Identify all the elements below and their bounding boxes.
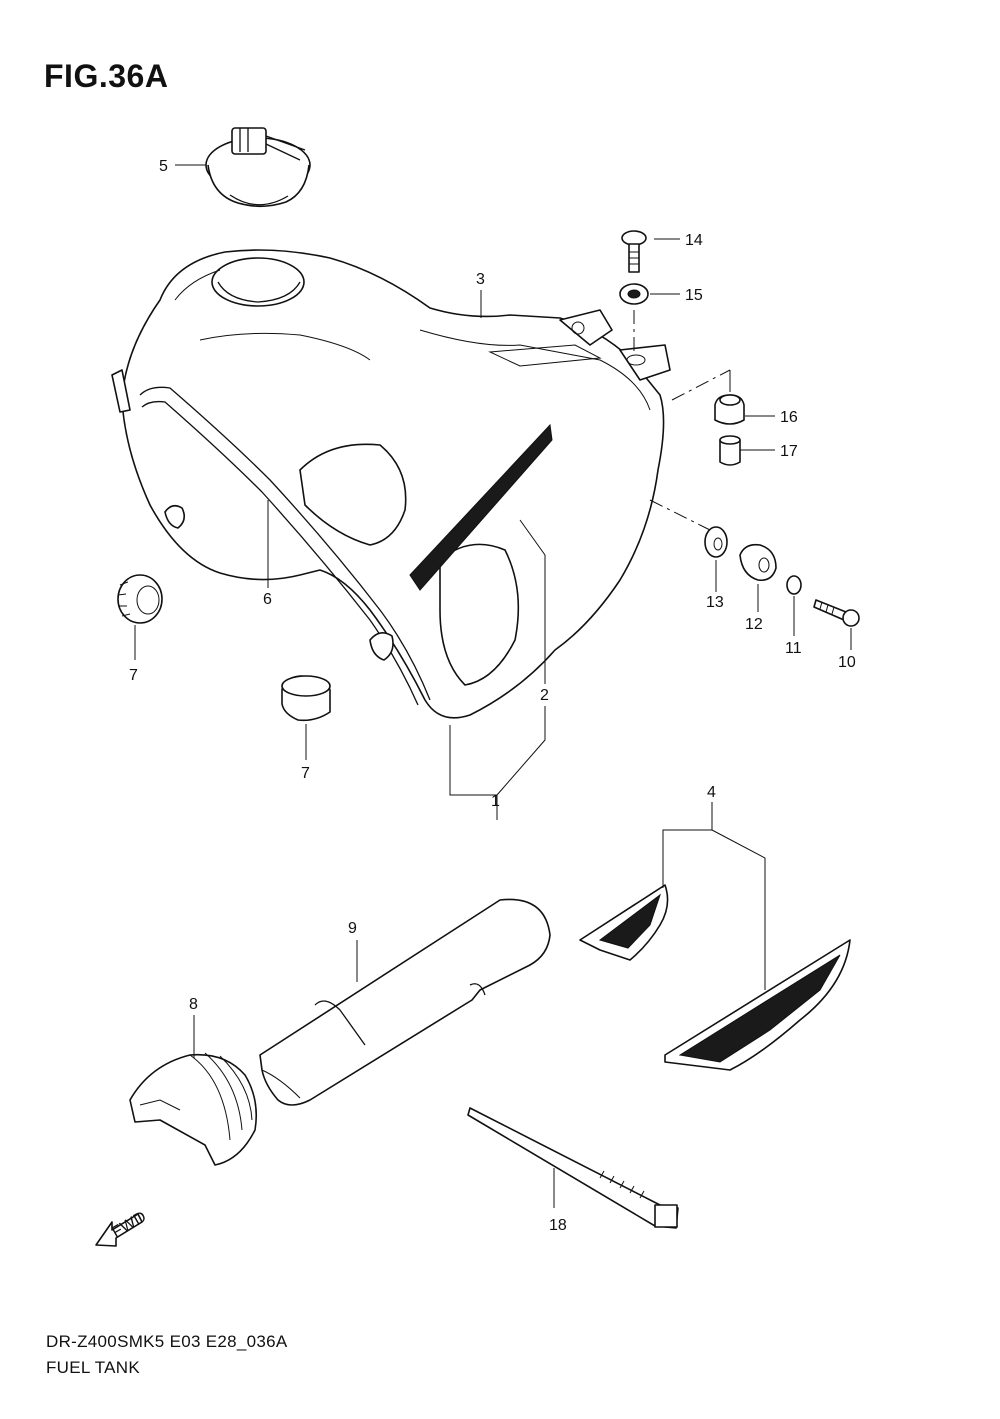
callout-7-right: 7 (301, 765, 310, 782)
leader-lines (134, 164, 852, 1208)
callout-labels: 5 3 14 15 16 17 6 7 7 13 12 11 10 2 1 4 … (129, 158, 856, 1234)
cable-tie-9-part[interactable] (467, 1107, 679, 1229)
cushion-14-part[interactable] (704, 526, 728, 558)
callout-15: 14 (685, 232, 703, 249)
callout-6: 6 (263, 591, 272, 608)
callout-14: 13 (706, 594, 724, 611)
callout-12: 11 (785, 640, 802, 657)
callout-10: 9 (348, 920, 357, 937)
callout-1: 1 (491, 793, 500, 810)
forward-direction-arrow: FWD (95, 1208, 149, 1247)
bolt-11-part[interactable] (813, 599, 860, 627)
callout-17: 16 (780, 409, 798, 426)
callout-3: 3 (476, 271, 485, 288)
grommet-16-part[interactable] (619, 283, 649, 305)
model-code: DR-Z400SMK5 E03 E28_036A (46, 1332, 288, 1351)
cushion-13-part[interactable] (739, 543, 777, 582)
callout-4: 4 (707, 784, 716, 801)
callout-18: 17 (780, 443, 798, 460)
section-name: FUEL TANK (46, 1358, 141, 1377)
cap-7-right-part[interactable] (281, 675, 331, 722)
decal-4-upper-part[interactable] (579, 884, 669, 961)
callout-16: 15 (685, 287, 703, 304)
callout-8: 8 (189, 996, 198, 1013)
fuel-cap-part[interactable] (205, 127, 311, 208)
cushion-17-part[interactable] (714, 394, 745, 425)
callout-13: 12 (745, 616, 763, 633)
collar-12-part[interactable] (786, 575, 802, 595)
fwd-label: FWD (109, 1208, 149, 1241)
damper-8-part[interactable] (129, 1052, 258, 1166)
fuel-tank-body[interactable] (111, 249, 671, 719)
callout-11: 10 (838, 654, 856, 671)
bolt-15-part[interactable] (621, 230, 647, 273)
callout-2: 2 (540, 687, 549, 704)
collar-18-part[interactable] (719, 435, 741, 466)
cover-10-part[interactable] (259, 898, 551, 1106)
figure-title: FIG.36A (44, 58, 169, 94)
callout-7-left: 7 (129, 667, 138, 684)
callout-5: 5 (159, 158, 168, 175)
decal-4-lower-part[interactable] (664, 939, 851, 1071)
callout-9: 18 (549, 1217, 567, 1234)
cap-7-left-part[interactable] (117, 574, 163, 624)
